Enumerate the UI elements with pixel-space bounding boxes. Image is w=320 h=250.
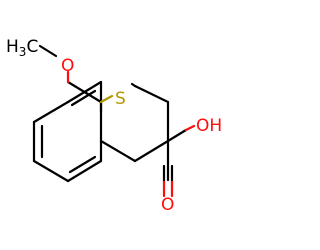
bond-c-oh-red bbox=[184, 124, 196, 132]
carbonyl-oxygen-label: O bbox=[161, 195, 174, 215]
thiopyran-ring bbox=[99, 82, 170, 163]
methyl-label: H3C bbox=[6, 37, 38, 59]
ether-oxygen-label: O bbox=[61, 56, 74, 76]
bond-c3-c4 bbox=[133, 139, 170, 163]
bond-c4-c4a-inner bbox=[68, 155, 97, 174]
bond-c8-o bbox=[66, 80, 103, 104]
bond-cooh-oh bbox=[166, 128, 188, 143]
bond-s-c2-main bbox=[133, 84, 170, 104]
bond-c8-c7-inner bbox=[70, 89, 97, 107]
hydroxyl-label: OH bbox=[196, 116, 222, 136]
benzene-ring bbox=[32, 80, 103, 183]
bond-c7-c6 bbox=[32, 100, 70, 124]
bond-c8a-s bbox=[99, 94, 114, 104]
methoxy-group bbox=[38, 44, 103, 104]
molecule-diagram: H3C O S OH O bbox=[6, 37, 222, 215]
bond-c5-c4 bbox=[32, 159, 70, 183]
structure-canvas: H3C O S OH O bbox=[6, 37, 222, 215]
bond-c4-c4a bbox=[99, 139, 137, 163]
carboxylic-acid-group bbox=[162, 124, 196, 198]
sulfur-label: S bbox=[115, 89, 126, 109]
bond-o-ch3 bbox=[38, 44, 58, 58]
bond-c4-c4a bbox=[66, 159, 103, 183]
